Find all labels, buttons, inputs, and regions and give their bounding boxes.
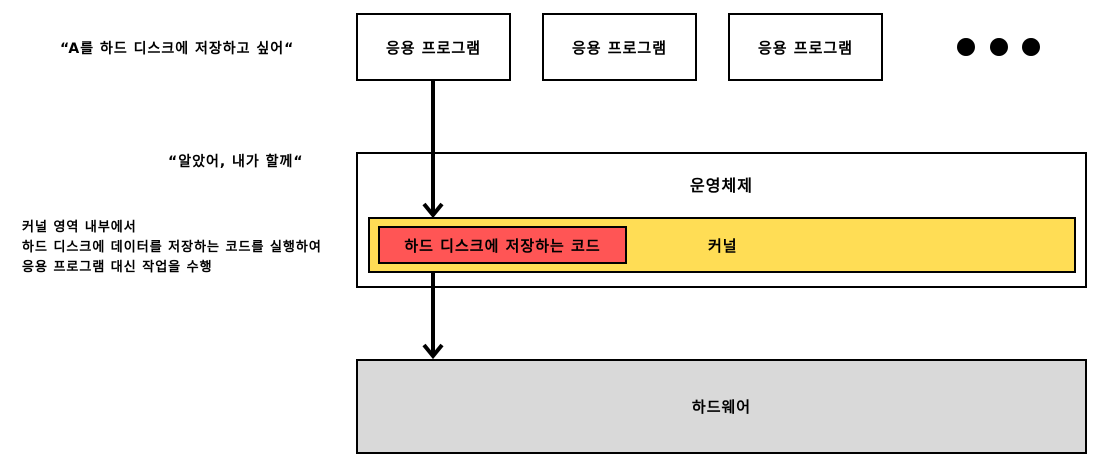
app-request-quote: “A를 하드 디스크에 저장하고 싶어“: [60, 41, 295, 57]
operating-system-box: 운영체제 하드 디스크에 저장하는 코드 커널: [356, 152, 1087, 288]
hardware-box: 하드웨어: [356, 359, 1087, 454]
note-line: 커널 영역 내부에서: [22, 220, 137, 235]
kernel-label: 커널: [708, 237, 738, 255]
kernel-explanation-note: 커널 영역 내부에서 하드 디스크에 데이터를 저장하는 코드를 실행하여 응용…: [22, 218, 322, 278]
store-code-box: 하드 디스크에 저장하는 코드: [378, 226, 627, 264]
dot-icon: [957, 38, 975, 56]
dot-icon: [990, 38, 1008, 56]
note-line: 응용 프로그램 대신 작업을 수행: [22, 260, 213, 275]
application-box: 응용 프로그램: [356, 13, 511, 81]
note-line: 하드 디스크에 데이터를 저장하는 코드를 실행하여: [22, 240, 322, 255]
dot-icon: [1022, 38, 1040, 56]
application-box: 응용 프로그램: [542, 13, 697, 81]
operating-system-title: 운영체제: [690, 176, 753, 195]
arrow-head: [422, 343, 444, 360]
kernel-box: 하드 디스크에 저장하는 코드 커널: [368, 217, 1076, 273]
os-reply-quote: “알았어, 내가 할께“: [168, 154, 304, 170]
application-box: 응용 프로그램: [728, 13, 883, 81]
